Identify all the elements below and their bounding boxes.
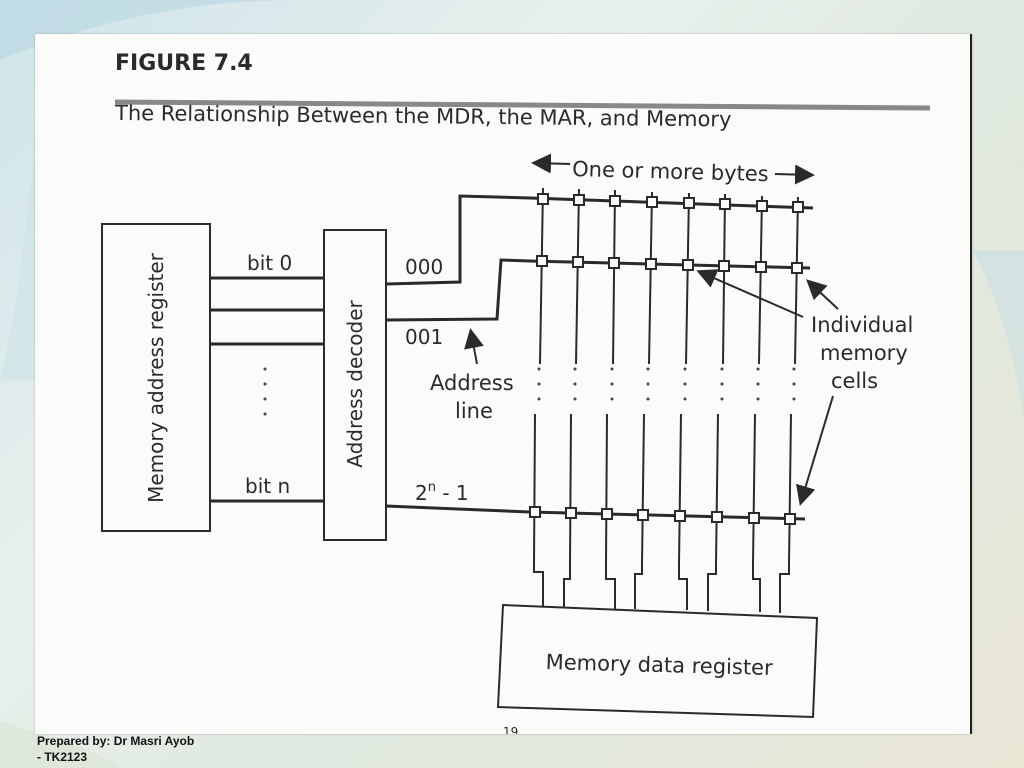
address-decoder: Address decoder [323, 229, 387, 541]
memory-word-rows [529, 196, 814, 521]
memory-data-register: Memory data register [496, 603, 819, 719]
cells-annotation-arrows [696, 269, 839, 506]
decoder-label: Address decoder [343, 299, 367, 467]
bit-n-label: bit n [245, 474, 290, 498]
footer-line-1: Prepared by: Dr Masri Ayob [37, 734, 195, 748]
column-ellipsis [537, 367, 796, 401]
mdr-label: Memory data register [545, 650, 773, 680]
address-last-label: 2n - 1 [415, 480, 469, 505]
bit-0-label: bit 0 [247, 251, 292, 275]
bytes-annotation [531, 153, 815, 185]
memory-cells [529, 193, 804, 525]
figure-rule [114, 99, 931, 111]
scanned-figure: FIGURE 7.4 The Relationship Between the … [35, 34, 972, 734]
scan-edge [970, 34, 972, 734]
bit-columns [533, 187, 799, 565]
cells-label-2: memory [820, 341, 908, 365]
footer-line-2: - TK2123 [37, 750, 88, 764]
address-lines [385, 194, 531, 514]
address-001-label: 001 [405, 325, 443, 349]
figure-caption: The Relationship Between the MDR, the MA… [114, 101, 732, 131]
bit-lines [210, 276, 324, 503]
page-number: 19 [503, 725, 518, 734]
address-line-label-2: line [455, 399, 493, 423]
bytes-label: One or more bytes [572, 157, 769, 186]
address-line-label-1: Address [430, 371, 514, 395]
cells-label-3: cells [831, 369, 878, 393]
data-bus-lines [533, 564, 790, 613]
mdr-mar-memory-diagram: FIGURE 7.4 The Relationship Between the … [101, 51, 931, 734]
cells-label-1: Individual [811, 313, 913, 337]
address-line-arrow [464, 328, 484, 365]
address-000-label: 000 [405, 255, 443, 279]
mar-label: Memory address register [144, 252, 168, 503]
footer: Prepared by: Dr Masri Ayob - TK2123 [37, 733, 194, 765]
figure-number: FIGURE 7.4 [115, 51, 253, 76]
memory-address-register: Memory address register [101, 223, 211, 532]
bit-ellipsis [263, 367, 267, 416]
